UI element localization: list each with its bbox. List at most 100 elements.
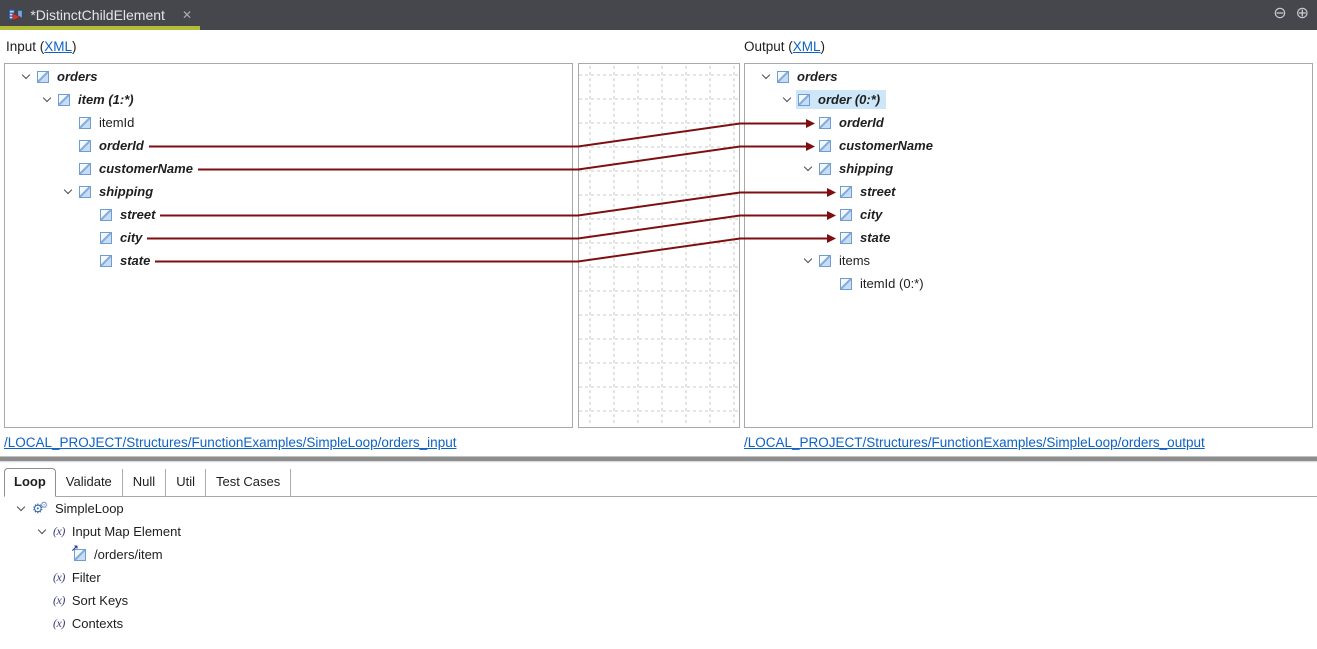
tree-node[interactable]: city	[98, 228, 148, 247]
tree-row-input-map-element[interactable]: (x)Input Map Element	[0, 520, 187, 543]
tree-row-orders-item[interactable]: ↗/orders/item	[0, 543, 187, 566]
tab-loop[interactable]: Loop	[4, 468, 56, 497]
tree-row-street[interactable]: street	[5, 203, 572, 226]
chevron-down-icon[interactable]	[782, 93, 792, 103]
tab-close-icon[interactable]: ✕	[181, 8, 192, 22]
tree-row-orders[interactable]: orders	[745, 65, 1312, 88]
tree-node-label: city	[860, 207, 883, 222]
tree-node-label: street	[860, 184, 896, 199]
tree-node[interactable]: state	[98, 251, 156, 270]
tree-row-sort-keys[interactable]: (x)Sort Keys	[0, 589, 187, 612]
tree-row-state[interactable]: state	[745, 226, 1312, 249]
xml-element-icon	[79, 162, 91, 175]
map-gears-icon: ⚙⚙	[32, 500, 49, 517]
tree-node[interactable]: itemId	[77, 113, 140, 132]
tab-validate[interactable]: Validate	[56, 469, 123, 496]
mapping-canvas[interactable]	[578, 63, 740, 428]
tree-node[interactable]: orders	[35, 67, 103, 86]
tree-node[interactable]: street	[838, 182, 901, 201]
input-tree-panel: orders item (1:*) itemId orderId customerNam…	[4, 63, 573, 428]
tree-row-order-0[interactable]: order (0:*)	[745, 88, 1312, 111]
tree-row-city[interactable]: city	[5, 226, 572, 249]
tree-node[interactable]: street	[98, 205, 161, 224]
tree-row-orderid[interactable]: orderId	[5, 134, 572, 157]
chevron-down-icon[interactable]	[21, 70, 31, 80]
chevron-down-icon[interactable]	[63, 185, 73, 195]
xml-element-icon	[79, 139, 91, 152]
tree-node-label: street	[120, 207, 156, 222]
xml-element-icon	[819, 116, 831, 129]
tree-node[interactable]: customerName	[77, 159, 199, 178]
tree-node[interactable]: customerName	[817, 136, 939, 155]
selected-node[interactable]: order (0:*)	[796, 90, 887, 109]
input-structure-path-link[interactable]: /LOCAL_PROJECT/Structures/FunctionExampl…	[4, 435, 457, 450]
tree-node-label: orders	[797, 69, 838, 84]
tree-node[interactable]: (x)Filter	[51, 568, 107, 587]
tree-row-shipping[interactable]: shipping	[745, 157, 1312, 180]
tree-row-shipping[interactable]: shipping	[5, 180, 572, 203]
tree-node-label: /orders/item	[94, 547, 163, 562]
tree-row-state[interactable]: state	[5, 249, 572, 272]
tree-row-street[interactable]: street	[745, 180, 1312, 203]
tab-util[interactable]: Util	[166, 469, 206, 496]
tree-row-orders[interactable]: orders	[5, 65, 572, 88]
tree-row-contexts[interactable]: (x)Contexts	[0, 612, 187, 635]
tree-node[interactable]: (x)Input Map Element	[51, 522, 187, 541]
tree-node-label: city	[120, 230, 143, 245]
xml-element-icon	[37, 70, 49, 83]
xml-element-icon	[100, 254, 112, 267]
function-icon: (x)	[53, 524, 65, 538]
tree-row-item-1[interactable]: item (1:*)	[5, 88, 572, 111]
tree-node[interactable]: shipping	[77, 182, 159, 201]
tree-row-itemid[interactable]: itemId	[5, 111, 572, 134]
tree-node[interactable]: items	[817, 251, 876, 270]
tree-node[interactable]: state	[838, 228, 896, 247]
output-label-text: Output (	[744, 39, 793, 54]
tree-node[interactable]: shipping	[817, 159, 899, 178]
editor-tab[interactable]: *DistinctChildElement ✕	[0, 0, 200, 30]
chevron-down-icon[interactable]	[42, 93, 52, 103]
tab-null[interactable]: Null	[123, 469, 167, 496]
horizontal-splitter[interactable]	[0, 455, 1317, 463]
xml-element-icon	[840, 231, 852, 244]
tree-node-label: orderId	[99, 138, 144, 153]
loop-properties-tree: ⚙⚙SimpleLoop (x)Input Map Element ↗/orders…	[0, 497, 187, 635]
gear-icon: ⚙	[40, 499, 49, 510]
tree-node[interactable]: (x)Contexts	[51, 614, 129, 633]
input-xml-link[interactable]: XML	[44, 39, 73, 54]
tree-row-customername[interactable]: customerName	[5, 157, 572, 180]
chevron-down-icon[interactable]	[803, 162, 813, 172]
tree-node[interactable]: orderId	[77, 136, 150, 155]
tree-node[interactable]: (x)Sort Keys	[51, 591, 134, 610]
tree-row-itemid-0[interactable]: itemId (0:*)	[745, 272, 1312, 295]
tree-row-filter[interactable]: (x)Filter	[0, 566, 187, 589]
tab-test-cases[interactable]: Test Cases	[206, 469, 292, 496]
xml-element-icon	[798, 93, 810, 106]
output-structure-path-link[interactable]: /LOCAL_PROJECT/Structures/FunctionExampl…	[744, 435, 1205, 450]
minus-circle-icon[interactable]: ⊖	[1273, 5, 1287, 22]
tree-node-label: state	[120, 253, 151, 268]
tree-node-label: Sort Keys	[71, 593, 129, 608]
tree-node[interactable]: ⚙⚙SimpleLoop	[30, 499, 130, 519]
function-icon: (x)	[53, 616, 65, 630]
tree-row-customername[interactable]: customerName	[745, 134, 1312, 157]
chevron-down-icon[interactable]	[761, 70, 771, 80]
tree-node[interactable]: orderId	[817, 113, 890, 132]
tree-node[interactable]: city	[838, 205, 888, 224]
output-xml-link[interactable]: XML	[792, 39, 821, 54]
chevron-down-icon[interactable]	[16, 502, 26, 512]
xml-element-icon	[819, 162, 831, 175]
tree-node[interactable]: itemId (0:*)	[838, 274, 930, 293]
tree-row-city[interactable]: city	[745, 203, 1312, 226]
tree-node-label: customerName	[99, 161, 193, 176]
tree-node[interactable]: ↗/orders/item	[71, 543, 169, 564]
tree-node-label: itemId	[99, 115, 135, 130]
chevron-down-icon[interactable]	[37, 525, 47, 535]
chevron-down-icon[interactable]	[803, 254, 813, 264]
tree-row-items[interactable]: items	[745, 249, 1312, 272]
tree-row-orderid[interactable]: orderId	[745, 111, 1312, 134]
plus-circle-icon[interactable]: ⊕	[1295, 5, 1309, 22]
tree-row-simpleloop[interactable]: ⚙⚙SimpleLoop	[0, 497, 187, 520]
tree-node[interactable]: orders	[775, 67, 843, 86]
tree-node[interactable]: item (1:*)	[56, 90, 140, 109]
